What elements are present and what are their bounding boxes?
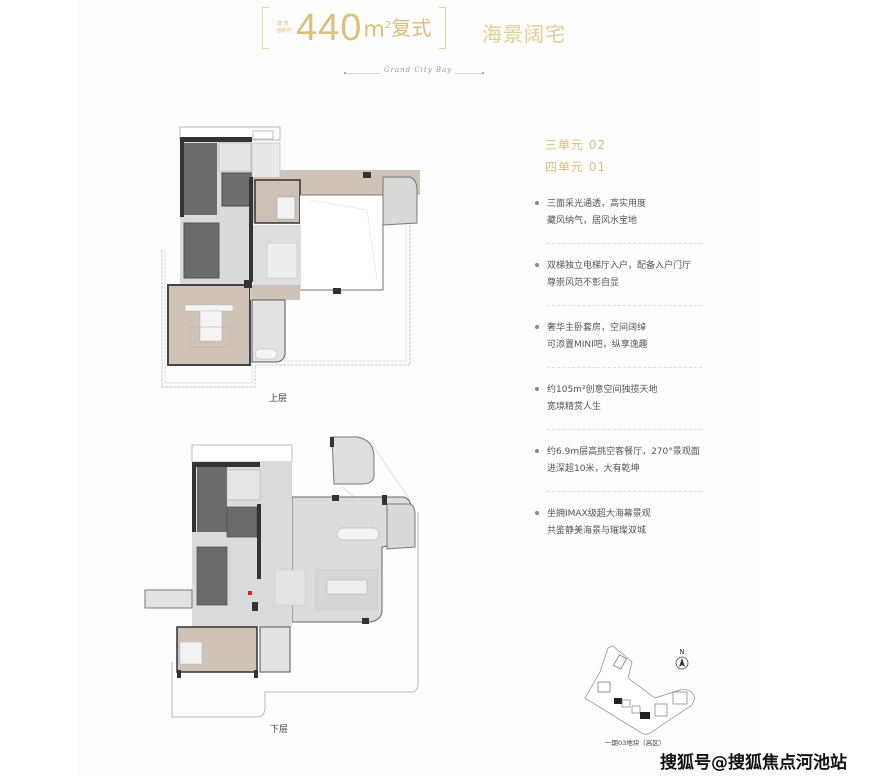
feature-line: 可添置MINI吧，纵享逸趣: [547, 340, 648, 350]
area-label-line1: 建 筑: [277, 21, 289, 27]
feature-item: 约105m²创意空间独揽天地 宽境精赏人生: [535, 382, 710, 416]
feature-line: 三面采光通透，高实用度: [547, 199, 647, 209]
feature-line: 坐拥IMAX级超大海幕景观: [547, 509, 651, 519]
feature-line: 尊崇风范不彰自显: [547, 278, 620, 288]
bullet-icon: [535, 511, 539, 515]
title-block: 建 筑 面积约 440 m2 复式: [262, 6, 447, 50]
feature-line: 进深超10米，大有乾坤: [547, 464, 640, 474]
lower-floor-plan-drawing: [144, 436, 419, 718]
unit-label: 四单元 01: [545, 160, 607, 174]
bullet-icon: [535, 449, 539, 453]
feature-item: 奢华主卧套房，空间阔绰 可添置MINI吧，纵享逸趣: [535, 320, 710, 354]
feature-line: 奢华主卧套房，空间阔绰: [547, 323, 647, 333]
right-bracket: [439, 7, 447, 49]
upper-floor-plan-drawing: [161, 126, 420, 388]
lower-floor-plan: [142, 432, 427, 722]
divider: [547, 367, 702, 368]
script-text: Grand City Bay: [381, 66, 456, 74]
area-unit-sup: 2: [384, 19, 392, 31]
feature-line: 藏风纳气，居风水宝地: [547, 216, 638, 226]
lower-floor-caption: 下层: [270, 725, 289, 735]
watermark: 搜狐号@搜狐焦点河池站: [660, 753, 847, 773]
site-plan-drawing: [584, 645, 696, 735]
upper-floor-caption: 上层: [269, 394, 288, 404]
upper-floor-plan: [155, 115, 420, 390]
left-bracket: [262, 7, 269, 49]
feature-item: 双梯独立电梯厅入户，配备入户门厅 尊崇风范不彰自显: [535, 258, 710, 292]
feature-line: 约6.9m层高挑空客餐厅，270°景观面: [547, 447, 700, 457]
compass-icon: [675, 656, 689, 670]
divider: [547, 491, 702, 492]
area-unit: m2: [363, 6, 391, 50]
feature-line: 宽境精赏人生: [547, 402, 602, 412]
area-value: 440: [296, 7, 363, 49]
bullet-icon: [535, 387, 539, 391]
area-type: 复式: [391, 16, 432, 40]
north-label: N: [679, 648, 685, 656]
feature-item: 约6.9m层高挑空客餐厅，270°景观面 进深超10米，大有乾坤: [535, 444, 710, 478]
unit-label: 三单元 02: [545, 138, 607, 152]
feature-list: 三面采光通透，高实用度 藏风纳气，居风水宝地 双梯独立电梯厅入户，配备入户门厅 …: [535, 196, 710, 540]
divider: [547, 243, 702, 244]
site-plan: N: [580, 640, 710, 735]
subtitle: 海景阔宅: [482, 22, 566, 46]
feature-item: 坐拥IMAX级超大海幕景观 共鉴静美海景与璀璨双城: [535, 506, 710, 540]
feature-item: 三面采光通透，高实用度 藏风纳气，居风水宝地: [535, 196, 710, 230]
area-label-line2: 面积约: [277, 28, 293, 34]
bullet-icon: [535, 201, 539, 205]
divider: [547, 305, 702, 306]
site-plan-caption: 一期03地块（高区）: [605, 739, 666, 747]
feature-line: 共鉴静美海景与璀璨双城: [547, 526, 647, 536]
feature-line: 约105m²创意空间独揽天地: [547, 385, 658, 395]
bullet-icon: [535, 263, 539, 267]
feature-line: 双梯独立电梯厅入户，配备入户门厅: [547, 261, 692, 271]
area-label: 建 筑 面积约: [277, 21, 292, 35]
bullet-icon: [535, 325, 539, 329]
area-unit-text: m: [363, 17, 385, 43]
north-arrow: N: [675, 648, 689, 670]
divider: [547, 429, 702, 430]
